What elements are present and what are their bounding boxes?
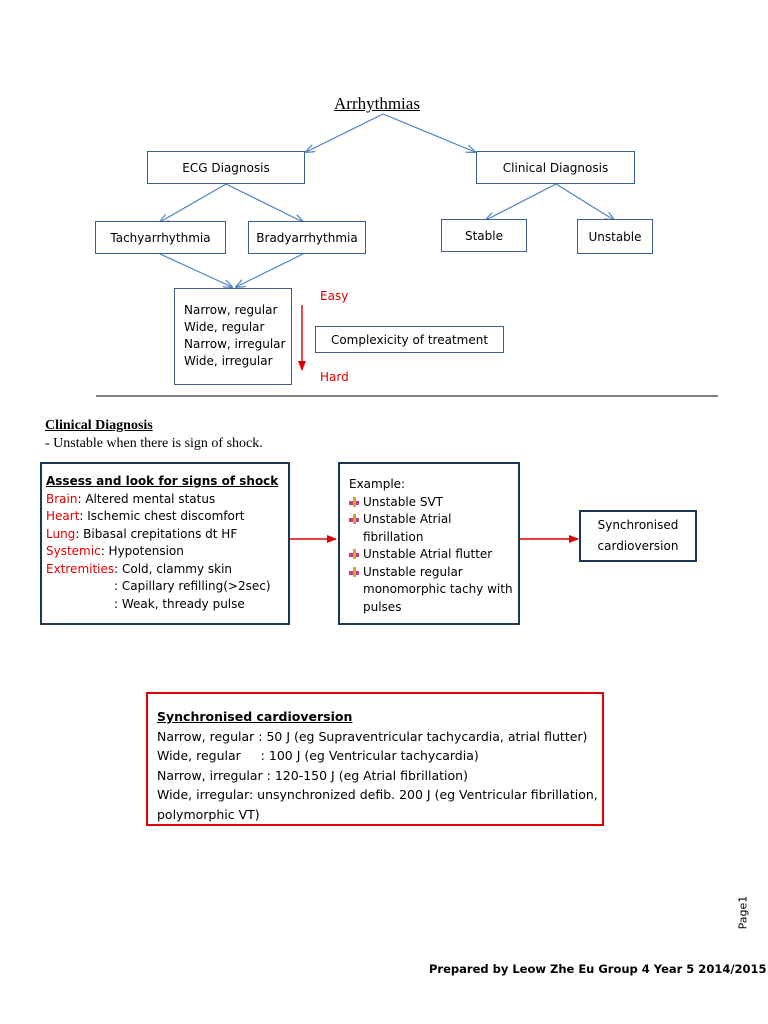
ecg-diagnosis-box: ECG Diagnosis (147, 151, 305, 184)
example-item: Unstable SVT (349, 494, 518, 512)
example-item: Unstable Atrial flutter (349, 546, 518, 564)
example-item: Unstable regular monomorphic tachy with … (349, 564, 518, 617)
bullet-icon (349, 549, 359, 559)
unstable-label: Unstable (588, 229, 642, 244)
shock-sign-row: Brain: Altered mental status (46, 491, 288, 509)
easy-label: Easy (320, 289, 349, 303)
page-title: Arrhythmias (334, 94, 420, 113)
sign-label: Systemic (46, 544, 101, 558)
energy-line: Narrow, regular : 50 J (eg Supraventricu… (157, 728, 588, 744)
shock-sign-row: Systemic: Hypotension (46, 543, 288, 561)
shock-sign-row: Lung: Bibasal crepitations dt HF (46, 526, 288, 544)
stable-box: Stable (441, 219, 527, 252)
bradyarrhythmia-label: Bradyarrhythmia (256, 230, 358, 245)
tachyarrhythmia-box: Tachyarrhythmia (95, 221, 226, 254)
arrhythmia-types-box: Narrow, regular Wide, regular Narrow, ir… (174, 288, 292, 385)
sign-label: Extremities (46, 561, 115, 576)
energy-line: Narrow, irregular : 120-150 J (eg Atrial… (157, 767, 468, 783)
stable-label: Stable (464, 228, 503, 243)
shock-signs-heading: Assess and look for signs of shock (46, 474, 279, 488)
result-line: Synchronised (597, 518, 679, 532)
cardioversion-energy-box: Synchronised cardioversion Narrow, regul… (146, 692, 604, 826)
hard-label: Hard (320, 370, 349, 384)
shock-sign-row: : Weak, thready pulse (46, 596, 288, 614)
sign-text: : Bibasal crepitations dt HF (75, 526, 238, 541)
bradyarrhythmia-box: Bradyarrhythmia (248, 221, 366, 254)
sign-text: : Weak, thready pulse (114, 596, 245, 611)
type-item: Narrow, regular (184, 303, 278, 317)
sign-text: : Altered mental status (77, 491, 216, 506)
type-item: Wide, regular (184, 320, 265, 334)
clinical-diagnosis-subtext: - Unstable when there is sign of shock. (45, 436, 263, 451)
example-item-text: Unstable SVT (363, 494, 444, 509)
unstable-box: Unstable (577, 219, 653, 254)
example-item-text: Unstable Atrial fibrillation (363, 512, 452, 544)
treatment-complexity-label: Complexicity of treatment (330, 332, 489, 347)
example-heading: Example: (349, 477, 406, 491)
bullet-icon (349, 514, 359, 524)
type-item: Narrow, irregular (184, 337, 286, 351)
example-item: Unstable Atrial fibrillation (349, 511, 518, 546)
cardioversion-heading: Synchronised cardioversion (157, 709, 353, 724)
example-box: Example: Unstable SVT Unstable Atrial fi… (338, 462, 520, 625)
energy-line: polymorphic VT) (157, 806, 260, 822)
clinical-diagnosis-heading: Clinical Diagnosis (45, 418, 153, 433)
treatment-complexity-box: Complexicity of treatment (315, 326, 504, 353)
bullet-icon (349, 496, 359, 507)
energy-line: Wide, irregular: unsynchronized defib. 2… (157, 787, 598, 802)
shock-sign-row: Heart: Ischemic chest discomfort (46, 508, 288, 526)
energy-line: Wide, regular : 100 J (eg Ventricular ta… (157, 748, 479, 763)
footer-credit: Prepared by Leow Zhe Eu Group 4 Year 5 2… (429, 962, 767, 976)
ecg-diagnosis-label: ECG Diagnosis (182, 160, 270, 175)
example-item-text: Unstable Atrial flutter (363, 547, 493, 561)
sign-text: : Capillary refilling(>2sec) (114, 579, 271, 593)
synchronised-cardioversion-box: Synchronised cardioversion (579, 510, 697, 562)
bullet-icon (349, 566, 359, 577)
sign-label: Lung (46, 526, 76, 541)
page-number: Page1 (736, 895, 750, 930)
sign-text: : Ischemic chest discomfort (79, 509, 245, 523)
example-item-text: Unstable regular monomorphic tachy with … (363, 564, 513, 614)
sign-text: : Hypotension (100, 544, 184, 558)
clinical-diagnosis-box: Clinical Diagnosis (476, 151, 635, 184)
shock-sign-row: Extremities: Cold, clammy skin (46, 561, 288, 579)
shock-signs-box: Assess and look for signs of shock Brain… (40, 462, 290, 625)
tachyarrhythmia-label: Tachyarrhythmia (110, 230, 211, 245)
sign-label: Heart (46, 509, 80, 523)
shock-sign-row: : Capillary refilling(>2sec) (46, 578, 288, 596)
clinical-diagnosis-label: Clinical Diagnosis (502, 160, 609, 175)
sign-label: Brain (46, 491, 78, 506)
type-item: Wide, irregular (184, 354, 273, 368)
result-line: cardioversion (597, 539, 679, 553)
sign-text: : Cold, clammy skin (114, 561, 233, 576)
